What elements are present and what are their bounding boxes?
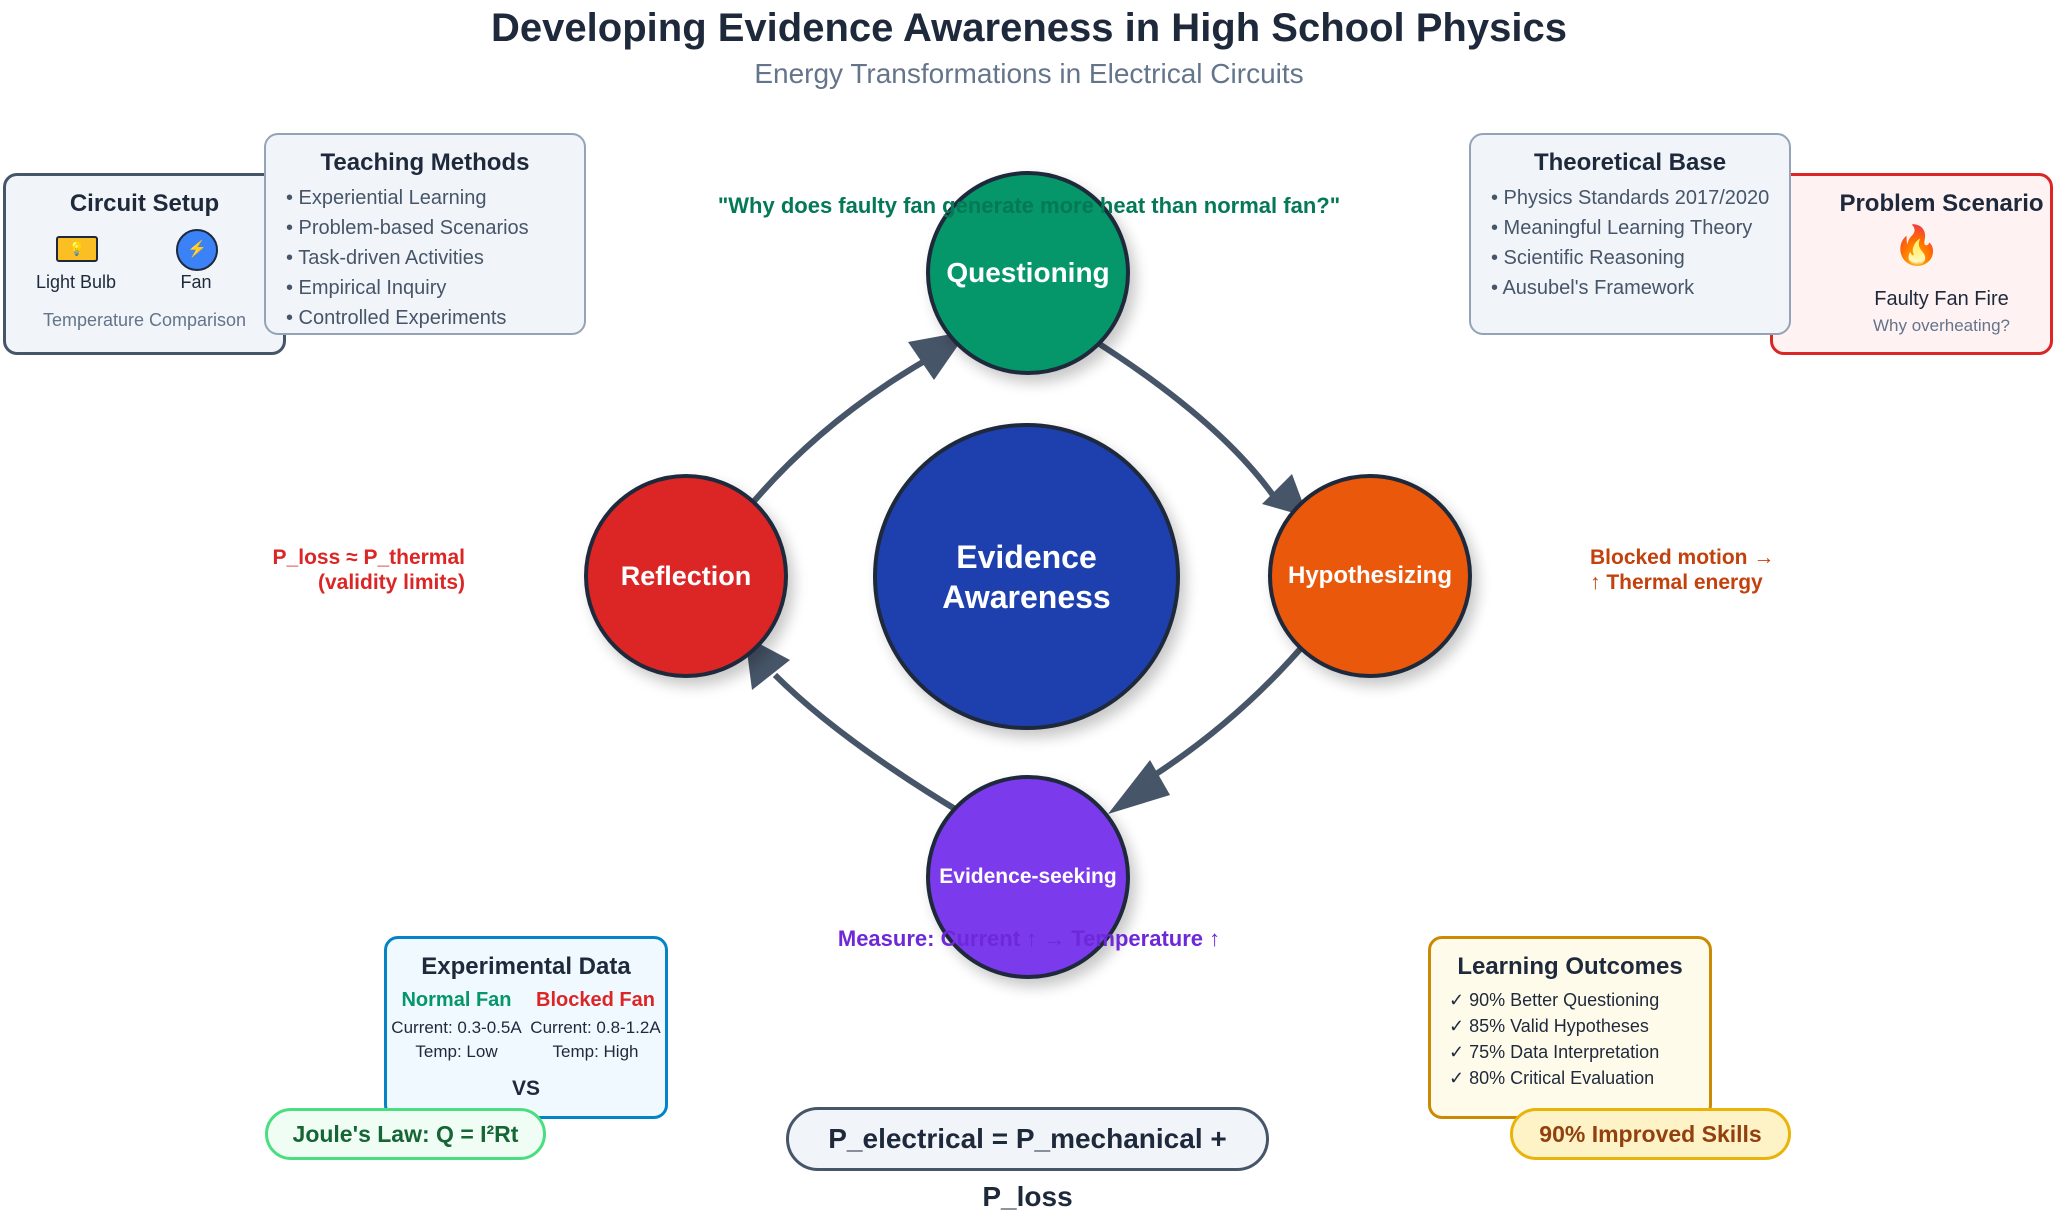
learning-outcomes-title: Learning Outcomes: [1457, 953, 1683, 980]
normal-fan-temp: Temp: Low: [415, 1042, 498, 1061]
hypothesis-note-line1: Blocked motion →: [1590, 546, 1775, 569]
normal-fan-current: Current: 0.3-0.5A: [391, 1018, 522, 1037]
bulb-icon: 💡: [56, 236, 98, 262]
blocked-fan-title: Blocked Fan: [536, 989, 655, 1011]
list-item: • Task-driven Activities: [286, 247, 484, 269]
hypothesizing-label: Hypothesizing: [1287, 562, 1452, 589]
list-item: ✓ 85% Valid Hypotheses: [1449, 1016, 1649, 1036]
arrow-questioning-to-hypothesizing: [1088, 335, 1278, 500]
hypothesis-note-line2: ↑ Thermal energy: [1590, 571, 1763, 594]
evidence-seeking-label: Evidence-seeking: [939, 865, 1117, 888]
improved-skills-badge: 90% Improved Skills: [1510, 1108, 1791, 1160]
joules-law-text: Joule's Law: Q = I²Rt: [292, 1121, 519, 1147]
evidence-awareness-center: Evidence Awareness: [873, 423, 1180, 730]
fire-icon: 🔥: [1893, 225, 1941, 267]
questioning-node: Questioning: [926, 171, 1130, 375]
normal-fan-title: Normal Fan: [401, 989, 512, 1011]
problem-line1: Faulty Fan Fire: [1874, 288, 2009, 310]
reflection-note-line2: (validity limits): [317, 571, 465, 594]
teaching-methods-list: • Experiential Learning • Problem-based …: [286, 183, 584, 333]
experimental-data-panel: Experimental Data Normal Fan Current: 0.…: [384, 936, 668, 1119]
power-equation-text: P_electrical = P_mechanical + P_loss: [828, 1123, 1227, 1212]
learning-outcomes-list: ✓ 90% Better Questioning ✓ 85% Valid Hyp…: [1449, 987, 1709, 1091]
list-item: ✓ 90% Better Questioning: [1449, 990, 1660, 1010]
bulb-label: Light Bulb: [35, 272, 117, 292]
circuit-caption: Temperature Comparison: [42, 310, 247, 330]
theoretical-base-list: • Physics Standards 2017/2020 • Meaningf…: [1491, 183, 1789, 303]
page-title: Developing Evidence Awareness in High Sc…: [491, 6, 1567, 50]
questioning-label: Questioning: [946, 257, 1110, 288]
arrow-hypothesizing-to-evidence: [1148, 638, 1311, 781]
reflection-node: Reflection: [584, 474, 788, 678]
list-item: • Experiential Learning: [286, 187, 487, 209]
driving-question: "Why does faulty fan generate more heat …: [717, 193, 1341, 218]
problem-line2: Why overheating?: [1872, 316, 2011, 335]
learning-outcomes-panel: Learning Outcomes ✓ 90% Better Questioni…: [1428, 936, 1712, 1119]
measure-note: Measure: Current ↑ → Temperature ↑: [837, 926, 1221, 951]
circuit-setup-title: Circuit Setup: [69, 190, 220, 217]
center-line1: Evidence: [956, 538, 1097, 575]
joules-law-badge: Joule's Law: Q = I²Rt: [265, 1108, 546, 1160]
list-item: • Problem-based Scenarios: [286, 217, 529, 239]
teaching-methods-panel: Teaching Methods • Experiential Learning…: [264, 133, 586, 335]
fan-icon: ⚡: [176, 229, 218, 271]
list-item: ✓ 80% Critical Evaluation: [1449, 1068, 1655, 1088]
list-item: • Controlled Experiments: [286, 307, 507, 329]
list-item: • Scientific Reasoning: [1491, 247, 1685, 269]
experimental-data-title: Experimental Data: [421, 953, 631, 980]
page-subtitle: Energy Transformations in Electrical Cir…: [754, 58, 1304, 89]
fan-label: Fan: [180, 272, 212, 292]
problem-scenario-panel: Problem Scenario 🔥 Faulty Fan Fire Why o…: [1770, 173, 2053, 355]
reflection-note-line1: P_loss ≈ P_thermal: [272, 546, 465, 569]
list-item: • Ausubel's Framework: [1491, 277, 1695, 299]
teaching-methods-title: Teaching Methods: [320, 149, 530, 176]
list-item: • Empirical Inquiry: [286, 277, 447, 299]
theoretical-base-panel: Theoretical Base • Physics Standards 201…: [1469, 133, 1791, 335]
problem-scenario-title: Problem Scenario: [1839, 190, 2044, 217]
arrowhead-questioning: [908, 331, 968, 380]
list-item: • Meaningful Learning Theory: [1491, 217, 1753, 239]
blocked-fan-temp: Temp: High: [552, 1042, 639, 1061]
improved-skills-text: 90% Improved Skills: [1539, 1121, 1762, 1147]
power-equation-badge: P_electrical = P_mechanical + P_loss: [786, 1107, 1269, 1212]
vs-label: VS: [511, 1077, 540, 1100]
blocked-fan-current: Current: 0.8-1.2A: [530, 1018, 661, 1037]
list-item: • Physics Standards 2017/2020: [1491, 187, 1770, 209]
arrow-evidence-to-reflection: [772, 672, 967, 818]
center-line2: Awareness: [942, 578, 1111, 615]
hypothesizing-node: Hypothesizing: [1268, 474, 1472, 678]
arrowhead-evidence: [1108, 760, 1170, 814]
arrow-reflection-to-questioning: [742, 352, 937, 514]
evidence-seeking-node: Evidence-seeking: [926, 775, 1130, 979]
theoretical-base-title: Theoretical Base: [1533, 149, 1727, 176]
list-item: ✓ 75% Data Interpretation: [1449, 1042, 1660, 1062]
reflection-label: Reflection: [620, 560, 752, 591]
